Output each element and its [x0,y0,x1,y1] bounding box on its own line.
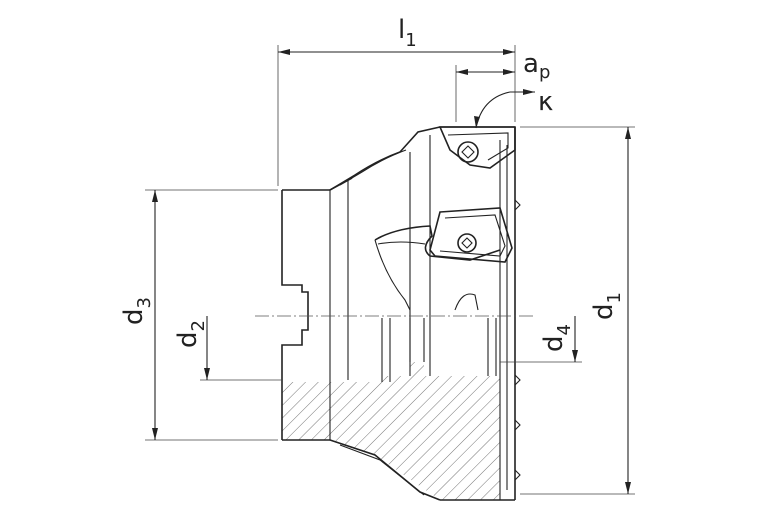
svg-text:d1: d1 [589,292,625,320]
l1-subscript: 1 [405,30,416,51]
dimension-ap: ap [455,49,550,122]
svg-text:l1: l1 [398,15,417,51]
svg-text:d2: d2 [173,320,209,348]
dimension-l1: l1 [277,15,516,186]
d1-label: d [589,303,619,320]
d2-subscript: 2 [188,320,209,331]
d4-label: d [539,335,569,352]
dimension-d1: d1 [520,126,635,495]
d3-label: d [119,308,149,325]
d1-subscript: 1 [604,292,625,303]
ap-label: a [523,49,539,79]
cutting-insert-top [438,126,516,169]
svg-text:d4: d4 [539,324,575,352]
dimension-d2: d2 [173,316,282,381]
edge-serrations [514,199,521,481]
angle-kappa: κ [474,87,553,129]
insert-pocket [374,225,501,311]
dimension-d3: d3 [119,189,278,441]
dimension-d4: d4 [500,316,582,363]
cutting-insert-middle [429,207,513,263]
section-hatch [282,362,500,500]
l1-label: l [398,15,405,45]
d2-label: d [173,331,203,348]
d4-subscript: 4 [554,324,575,335]
kappa-label: κ [538,87,553,117]
ap-subscript: p [539,62,550,83]
d3-subscript: 3 [134,297,155,308]
cutter-body [281,126,516,501]
svg-text:ap: ap [523,49,550,83]
svg-text:d3: d3 [119,297,155,325]
